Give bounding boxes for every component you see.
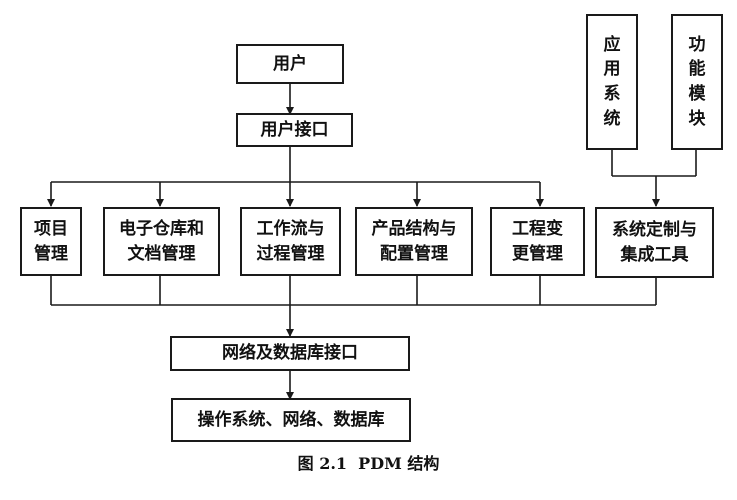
- user-interface-label: 用户接口: [260, 119, 329, 140]
- module-label-line2: 管理: [34, 243, 68, 264]
- os-network-database-label: 操作系统、网络、数据库: [197, 409, 385, 430]
- module-label-line1: 项目: [34, 218, 68, 239]
- os-network-database-box: 操作系统、网络、数据库: [171, 398, 411, 442]
- module-label-line2: 过程管理: [256, 243, 325, 264]
- vertical-char: 系: [603, 84, 621, 104]
- vertical-char: 块: [688, 108, 706, 129]
- user-box: 用户: [236, 44, 344, 84]
- vertical-char: 能: [688, 59, 706, 80]
- vertical-char: 模: [688, 84, 706, 104]
- module-label-line1: 工程变: [512, 218, 563, 239]
- module-workflow-process-management: 工作流与 过程管理: [240, 207, 341, 276]
- module-label-line1: 系统定制与: [612, 219, 697, 240]
- module-vault-document-management: 电子仓库和 文档管理: [103, 207, 220, 276]
- vertical-char: 功: [688, 34, 706, 55]
- module-label-line2: 更管理: [512, 243, 563, 264]
- network-database-interface-box: 网络及数据库接口: [170, 336, 410, 371]
- module-label-line2: 集成工具: [620, 244, 689, 265]
- module-label-line2: 文档管理: [127, 243, 196, 264]
- module-product-structure-configuration: 产品结构与 配置管理: [355, 207, 473, 276]
- application-system-box: 应 用 系 统: [586, 14, 638, 150]
- figure-caption: 图 2.1 PDM 结构: [297, 454, 440, 473]
- vertical-char: 统: [603, 108, 621, 129]
- module-label-line1: 产品结构与: [371, 218, 457, 239]
- module-project-management: 项目 管理: [20, 207, 82, 276]
- module-engineering-change-management: 工程变 更管理: [490, 207, 585, 276]
- module-system-customization-integration: 系统定制与 集成工具: [595, 207, 714, 278]
- user-label: 用户: [273, 53, 307, 74]
- vertical-char: 应: [603, 34, 621, 55]
- function-module-box: 功 能 模 块: [671, 14, 723, 150]
- vertical-char: 用: [603, 59, 621, 80]
- module-label-line1: 电子仓库和: [119, 218, 204, 239]
- user-interface-box: 用户接口: [236, 113, 353, 147]
- module-label-line1: 工作流与: [256, 218, 325, 239]
- network-database-interface-label: 网络及数据库接口: [222, 343, 358, 364]
- module-label-line2: 配置管理: [380, 243, 448, 264]
